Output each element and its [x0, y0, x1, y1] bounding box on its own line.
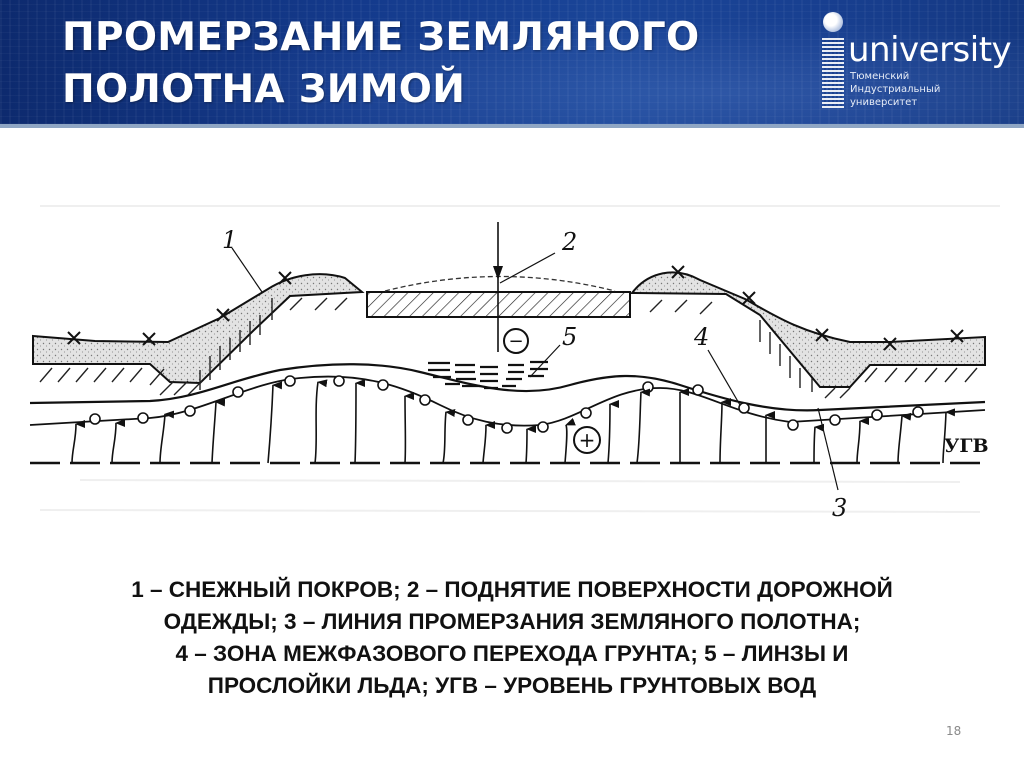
label-5: 5 — [562, 323, 577, 351]
label-4: 4 — [693, 323, 709, 351]
ground-hatch-left — [39, 297, 348, 396]
ground-hatch-right — [649, 299, 978, 399]
svg-text:−: − — [508, 331, 523, 352]
caption-line-3: 4 – ЗОНА МЕЖФАЗОВОГО ПЕРЕХОДА ГРУНТА; 5 … — [175, 641, 849, 666]
slide-title: ПРОМЕРЗАНИЕ ЗЕМЛЯНОГО ПОЛОТНА ЗИМОЙ — [62, 12, 699, 116]
label-2: 2 — [561, 228, 577, 256]
title-line-2: ПОЛОТНА ЗИМОЙ — [62, 67, 466, 112]
figure-caption: 1 – СНЕЖНЫЙ ПОКРОВ; 2 – ПОДНЯТИЕ ПОВЕРХН… — [20, 574, 1004, 702]
label-3: 3 — [832, 494, 847, 522]
phase-transition-line — [29, 375, 986, 427]
scan-noise — [39, 205, 1000, 513]
page-number: 18 — [946, 724, 962, 738]
caption-line-4: ПРОСЛОЙКИ ЛЬДА; УГВ – УРОВЕНЬ ГРУНТОВЫХ … — [207, 673, 817, 698]
raised-surface-line — [384, 275, 616, 292]
logo-wordmark: university — [848, 30, 1012, 70]
logo-subtitle: Тюменский Индустриальный университет — [850, 70, 940, 109]
title-line-1: ПРОМЕРЗАНИЕ ЗЕМЛЯНОГО — [62, 15, 700, 60]
ice-lenses — [428, 360, 548, 390]
logo-dot-bar-icon — [822, 38, 844, 108]
leader-lines — [231, 247, 839, 491]
logo-sub-line-1: Тюменский — [850, 71, 910, 82]
university-logo: university Тюменский Индустриальный унив… — [818, 12, 1012, 112]
logo-sub-line-3: университет — [850, 97, 918, 108]
label-ugv: УГВ — [944, 435, 989, 457]
caption-line-1: 1 – СНЕЖНЫЙ ПОКРОВ; 2 – ПОДНЯТИЕ ПОВЕРХН… — [131, 577, 893, 602]
snow-cover-right — [629, 271, 986, 388]
snow-x-marks — [67, 265, 964, 351]
phase-circles — [89, 375, 924, 434]
minus-symbol: − — [503, 328, 529, 354]
label-1: 1 — [222, 226, 237, 254]
globe-icon — [823, 12, 843, 32]
header-divider — [0, 124, 1024, 128]
plus-symbol: + — [573, 426, 601, 454]
svg-text:+: + — [579, 428, 596, 452]
frost-heave-diagram: − + 1 2 5 4 3 УГВ — [29, 205, 1000, 522]
slide-header: ПРОМЕРЗАНИЕ ЗЕМЛЯНОГО ПОЛОТНА ЗИМОЙ univ… — [0, 0, 1024, 124]
logo-sub-line-2: Индустриальный — [850, 84, 941, 95]
caption-line-2: ОДЕЖДЫ; 3 – ЛИНИЯ ПРОМЕРЗАНИЯ ЗЕМЛЯНОГО … — [163, 609, 861, 634]
moisture-arrows — [71, 379, 956, 464]
